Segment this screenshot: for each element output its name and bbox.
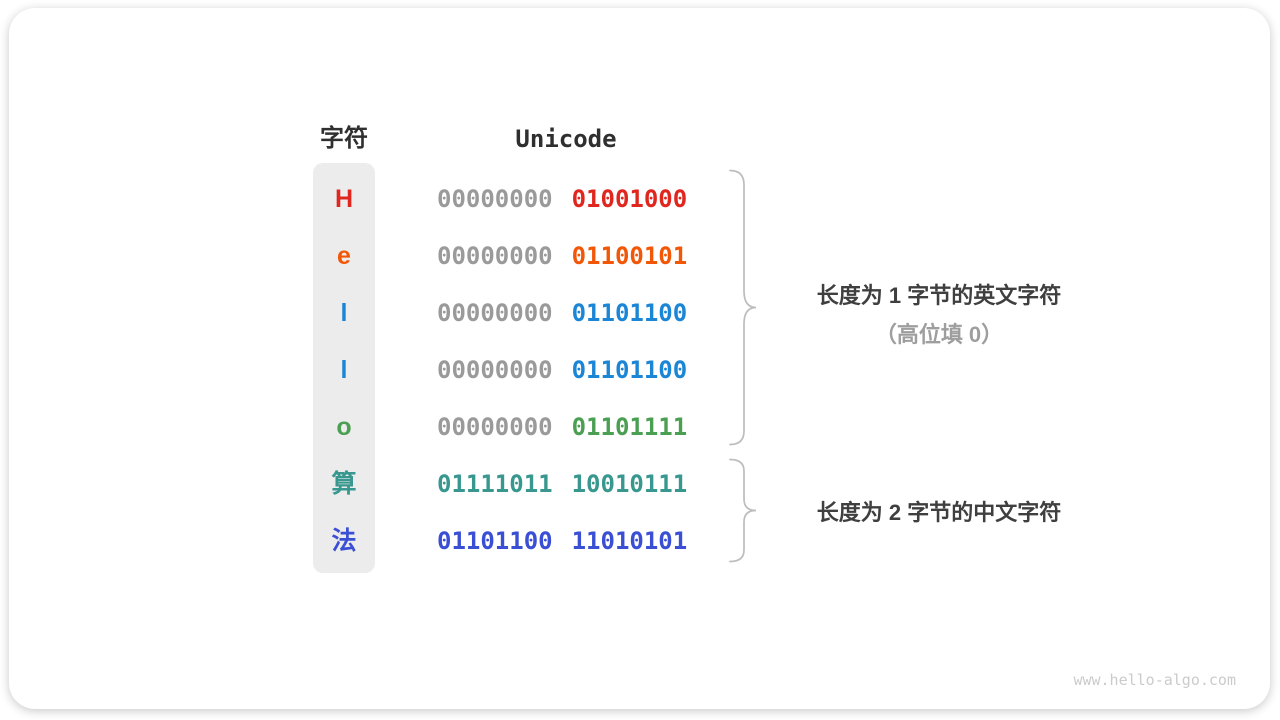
character-cell: l xyxy=(340,356,348,384)
column-header-unicode: Unicode xyxy=(515,125,617,153)
brace-english-group-icon xyxy=(729,169,757,446)
high-byte: 01101100 xyxy=(437,527,553,555)
character-cell: H xyxy=(334,185,354,213)
char-column-background xyxy=(313,163,375,573)
character-cell: l xyxy=(340,299,348,327)
character-cell: e xyxy=(337,242,351,270)
unicode-binary-cell: 00000000 01101100 xyxy=(437,285,687,341)
high-byte: 00000000 xyxy=(437,413,553,441)
low-byte: 01101111 xyxy=(571,413,688,441)
watermark: www.hello-algo.com xyxy=(1073,671,1236,689)
low-byte: 11010101 xyxy=(571,527,688,555)
character-cell: o xyxy=(336,413,352,441)
unicode-binary-cell: 00000000 01101111 xyxy=(437,399,687,455)
unicode-binary-cell: 00000000 01100101 xyxy=(437,228,687,284)
brace-chinese-group-icon xyxy=(729,458,757,563)
unicode-binary-cell: 00000000 01001000 xyxy=(437,171,687,227)
character-cell: 法 xyxy=(331,527,357,555)
unicode-binary-cell: 00000000 01101100 xyxy=(437,342,687,398)
high-byte: 00000000 xyxy=(437,242,553,270)
character-cell: 算 xyxy=(331,470,357,498)
low-byte: 01101100 xyxy=(571,299,688,327)
high-byte: 00000000 xyxy=(437,356,553,384)
low-byte: 01100101 xyxy=(571,242,688,270)
high-byte: 00000000 xyxy=(437,185,553,213)
low-byte: 01101100 xyxy=(571,356,688,384)
annotation-english-chars-line1: 长度为 1 字节的英文字符 xyxy=(816,283,1062,308)
high-byte: 00000000 xyxy=(437,299,553,327)
annotation-english-chars-line2: （高位填 0） xyxy=(874,322,1004,347)
annotation-chinese-chars-line1: 长度为 2 字节的中文字符 xyxy=(816,500,1062,525)
diagram-card: 字符 Unicode H 00000000 01001000 e 00000000 011… xyxy=(9,8,1270,709)
column-header-char: 字符 xyxy=(320,125,368,152)
unicode-binary-cell: 01111011 10010111 xyxy=(437,456,687,512)
low-byte: 01001000 xyxy=(571,185,688,213)
low-byte: 10010111 xyxy=(571,470,688,498)
unicode-binary-cell: 01101100 11010101 xyxy=(437,513,687,569)
high-byte: 01111011 xyxy=(437,470,553,498)
